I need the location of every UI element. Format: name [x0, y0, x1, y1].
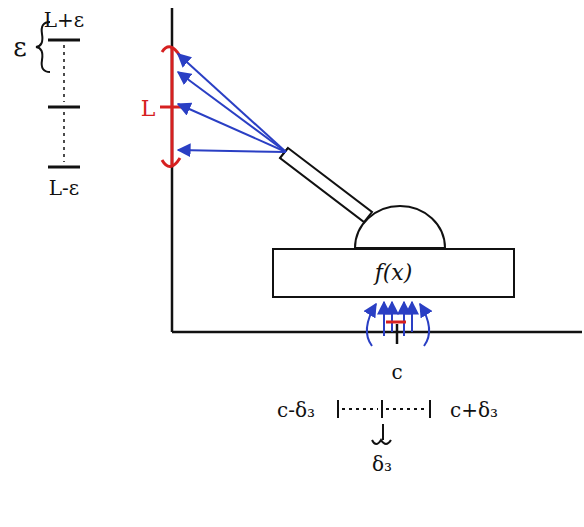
function-box: f(x)	[272, 248, 515, 298]
math-label: c-δ₃	[277, 399, 315, 421]
axes	[172, 8, 582, 332]
math-label: c	[391, 361, 402, 383]
input-arrows	[367, 302, 429, 346]
math-label: δ₃	[372, 453, 392, 475]
c-marker	[386, 321, 406, 324]
machine	[280, 148, 445, 248]
function-label: f(x)	[375, 261, 413, 285]
math-label: c+δ₃	[450, 399, 498, 421]
epsilon-interval	[160, 47, 182, 167]
epsilon-scale	[36, 22, 80, 167]
math-label: L	[141, 97, 156, 121]
math-label: ε	[13, 33, 26, 62]
math-label: L+ε	[44, 9, 84, 31]
math-label: L-ε	[49, 177, 79, 199]
output-arrows	[178, 54, 286, 152]
delta-scale	[338, 400, 430, 444]
c-tick	[396, 324, 399, 344]
